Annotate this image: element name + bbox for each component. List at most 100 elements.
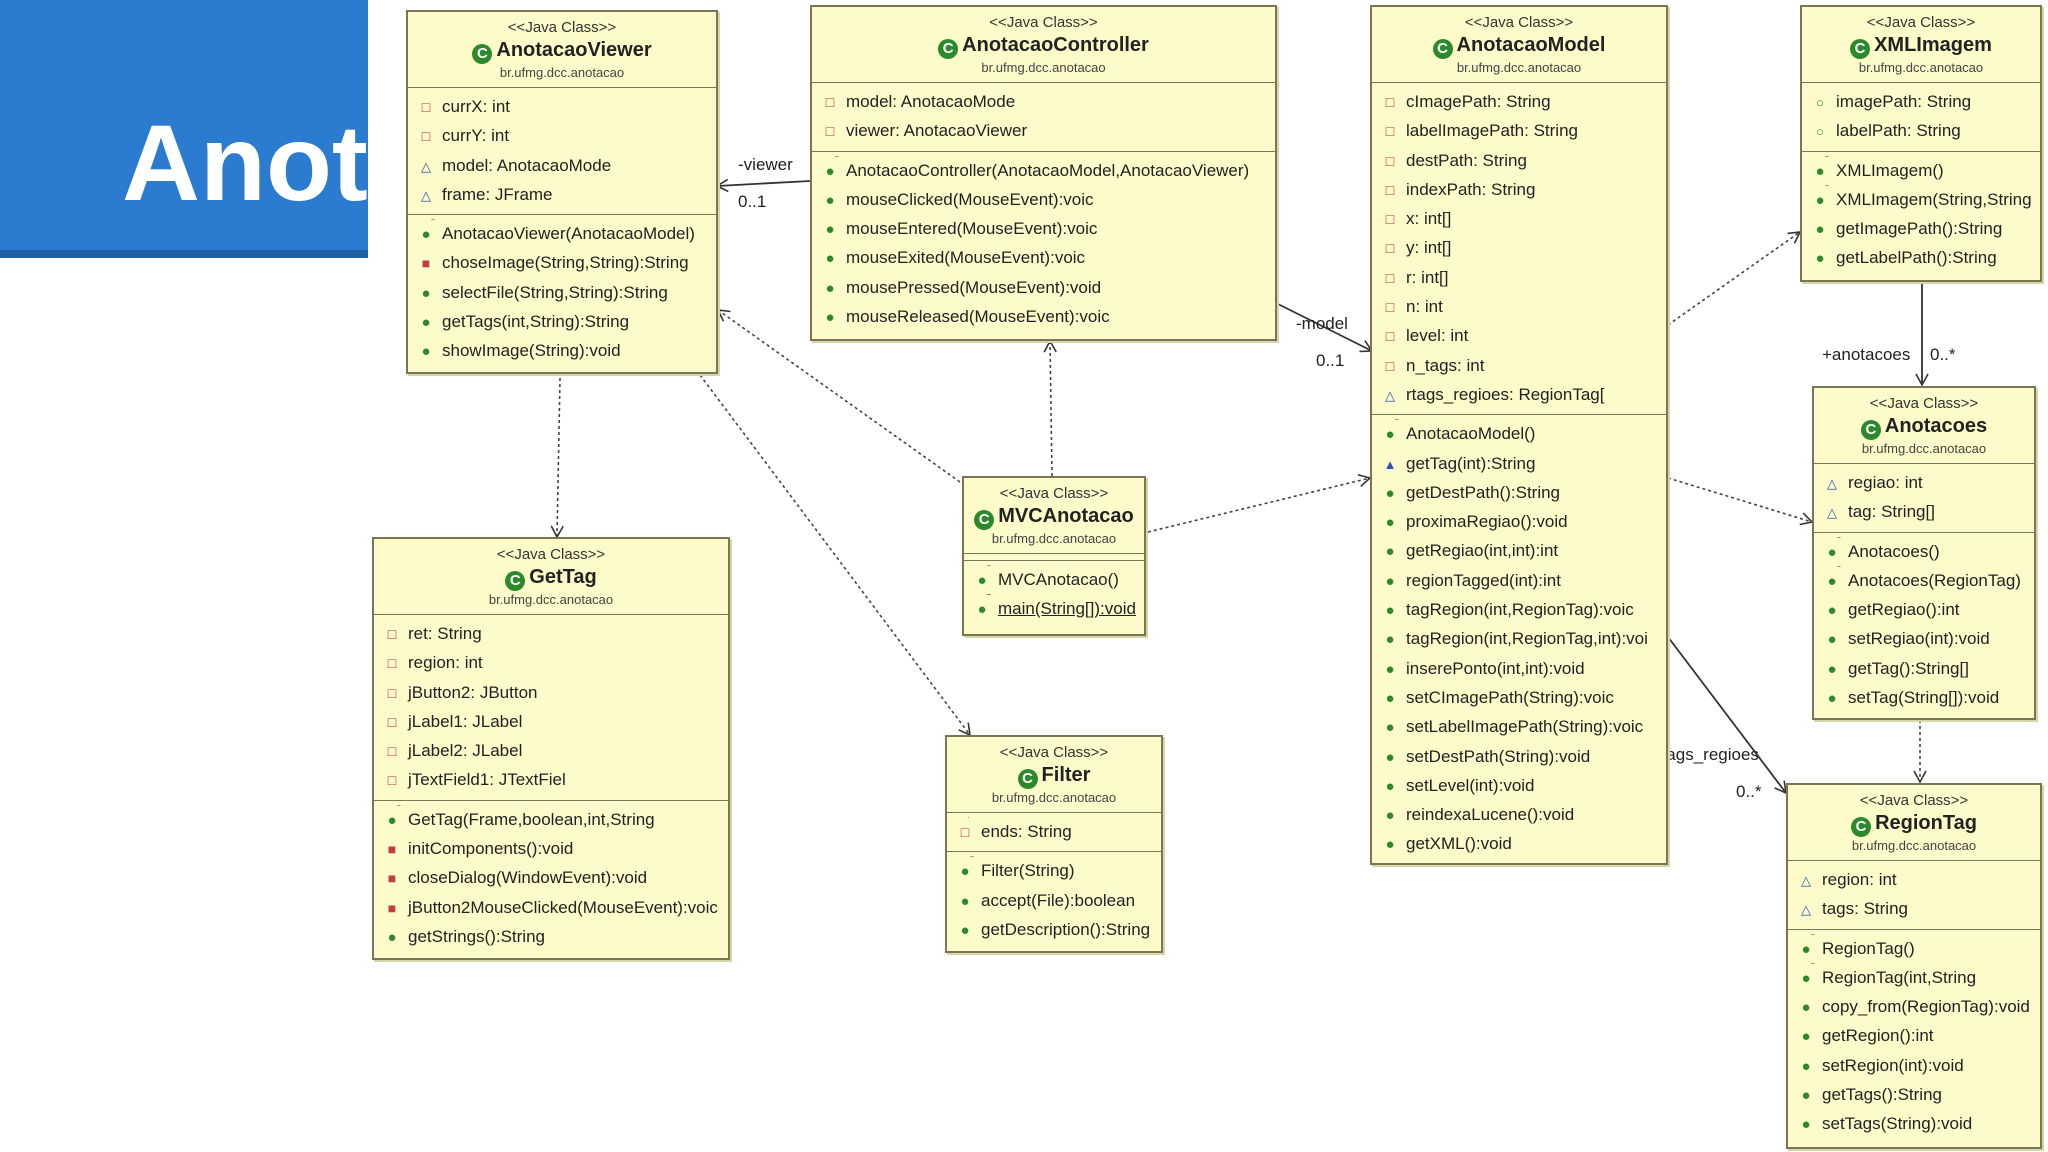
member-text: labelImagePath: String [1406,121,1578,141]
class-name-text: Anotacoes [1884,415,1988,437]
member-text: mousePressed(MouseEvent):void [846,277,1102,297]
method-row: ●MVCAnotacao() [964,565,1144,594]
private-visibility-icon: □ [387,655,397,672]
public-field-visibility-icon: ○ [1816,124,1824,140]
class-icon: C [1850,39,1871,59]
methods-section: ●XMLImagem()●XMLImagem(String,String●get… [1802,150,2040,278]
method-row: ●inserePonto(int,int):void [1372,654,1666,683]
private-visibility-icon: □ [1385,269,1395,286]
package-label: br.ufmg.dcc.anotacao [1861,441,1987,456]
stereotype-label: <<Java Class>> [1859,792,1969,809]
public-visibility-icon: ● [1801,1028,1811,1046]
member-text: jLabel1: JLabel [408,711,523,731]
member-text: inserePonto(int,int):void [1406,658,1585,678]
member-text: GetTag(Frame,boolean,int,String [408,809,655,829]
method-row: ●getDestPath():String [1372,478,1666,507]
attribute-row: △region: int [1788,865,2040,894]
dep-model-anotacoes [1667,477,1814,526]
member-text: mouseReleased(MouseEvent):voic [846,307,1110,327]
public-visibility-icon: ● [1385,777,1395,795]
private-visibility-icon: □ [1385,123,1395,140]
private-visibility-icon: □ [421,128,431,145]
member-text: showImage(String):void [442,341,621,361]
class-icon: C [1860,420,1881,440]
attributes-section: △regiao: int△tag: String[] [1814,464,2034,532]
member-text: r: int[] [1406,267,1449,287]
private-visibility-icon: □ [1385,94,1395,110]
public-visibility-icon: ● [825,191,835,209]
class-name-text: XMLImagem [1874,34,1992,56]
member-text: setTag(String[]):void [1848,688,2000,708]
method-row: ●getImagePath():String [1802,214,2040,243]
public-visibility-icon: ● [1827,660,1837,678]
method-row: ●setCImagePath(String):voic [1372,683,1666,712]
viewer-role-label: -viewer [738,155,793,174]
member-text: tag: String[] [1848,502,1935,522]
assoc-controller-model [1275,302,1374,353]
member-text: XMLImagem(String,String [1836,189,2032,209]
member-text: Anotacoes(RegionTag) [1848,570,2021,590]
method-row: ●reindexaLucene():void [1372,800,1666,829]
public-visibility-icon: ● [1385,719,1395,737]
public-visibility-icon: ● [825,279,835,297]
private-visibility-icon: □ [387,684,397,701]
attribute-row: △rtags_regioes: RegionTag[ [1372,380,1666,409]
package-label: br.ufmg.dcc.anotacao [1456,60,1582,75]
attribute-row: ○imagePath: String [1802,87,2040,116]
member-text: initComponents():void [408,839,574,859]
attributes-section: ○imagePath: String○labelPath: String [1802,83,2040,151]
method-row: ●setRegiao(int):void [1814,624,2034,653]
member-text: frame: JFrame [442,184,553,204]
private-visibility-icon: □ [387,626,397,642]
slide-title: Anotacao [122,102,368,223]
member-text: Anotacoes() [1848,541,1940,561]
public-visibility-icon: ● [825,221,835,239]
method-row: ●getLabelPath():String [1802,243,2040,272]
attribute-row: □destPath: String [1372,146,1666,175]
methods-section: ●AnotacaoViewer(AnotacaoModel)■choseImag… [408,214,716,370]
member-text: n_tags: int [1406,355,1485,375]
package-visibility-icon: △ [1827,505,1837,521]
ctor-visibility-icon: ● [822,156,839,185]
method-row: ● mousePressed(MouseEvent):void [812,273,1275,302]
public-visibility-icon: ● [1827,602,1837,620]
class-name-text: AnotacaoModel [1456,34,1606,56]
member-text: region: int [1822,870,1897,889]
attribute-row: □x: int[] [1372,204,1666,233]
member-text: getXML():void [1406,834,1512,854]
member-text: getStrings():String [408,926,545,946]
attribute-row: △tags: String [1788,894,2040,923]
member-text: mouseEntered(MouseEvent):voic [846,219,1098,239]
method-row: ▲getTag(int):String [1372,449,1666,478]
method-row: ●copy_from(RegionTag):void [1788,992,2040,1021]
public-visibility-icon: ● [1385,748,1395,766]
member-text: Filter(String) [981,861,1075,881]
member-text: choseImage(String,String):String [442,253,689,273]
attribute-row: □jTextField1: JTextFiel [374,765,728,794]
dep-mvc-controller [1043,339,1057,477]
method-row: ●Filter(String) [947,856,1161,885]
package-label: br.ufmg.dcc.anotacao [499,65,625,80]
member-text: rtags_regioes: RegionTag[ [1406,384,1605,404]
method-row: ●mouseClicked(MouseEvent):voic [812,185,1275,214]
private-visibility-icon: □ [1385,328,1395,345]
methods-section: ●AnotacaoController(AnotacaoModel,Anotac… [812,150,1275,337]
method-row: ●setRegion(int):void [1788,1051,2040,1080]
method-row: ●mouseReleased(MouseEvent):voic [812,302,1275,331]
member-text: setCImagePath(String):voic [1406,687,1614,707]
method-row: ●setTag(String[]):void [1814,683,2034,712]
public-visibility-icon: ● [387,928,397,946]
member-text: RegionTag() [1822,938,1915,958]
class-name-text: AnotacaoController [962,34,1149,56]
stereotype-label: <<Java Class>> [999,485,1109,502]
model-multiplicity-label: 0..1 [1316,351,1344,370]
